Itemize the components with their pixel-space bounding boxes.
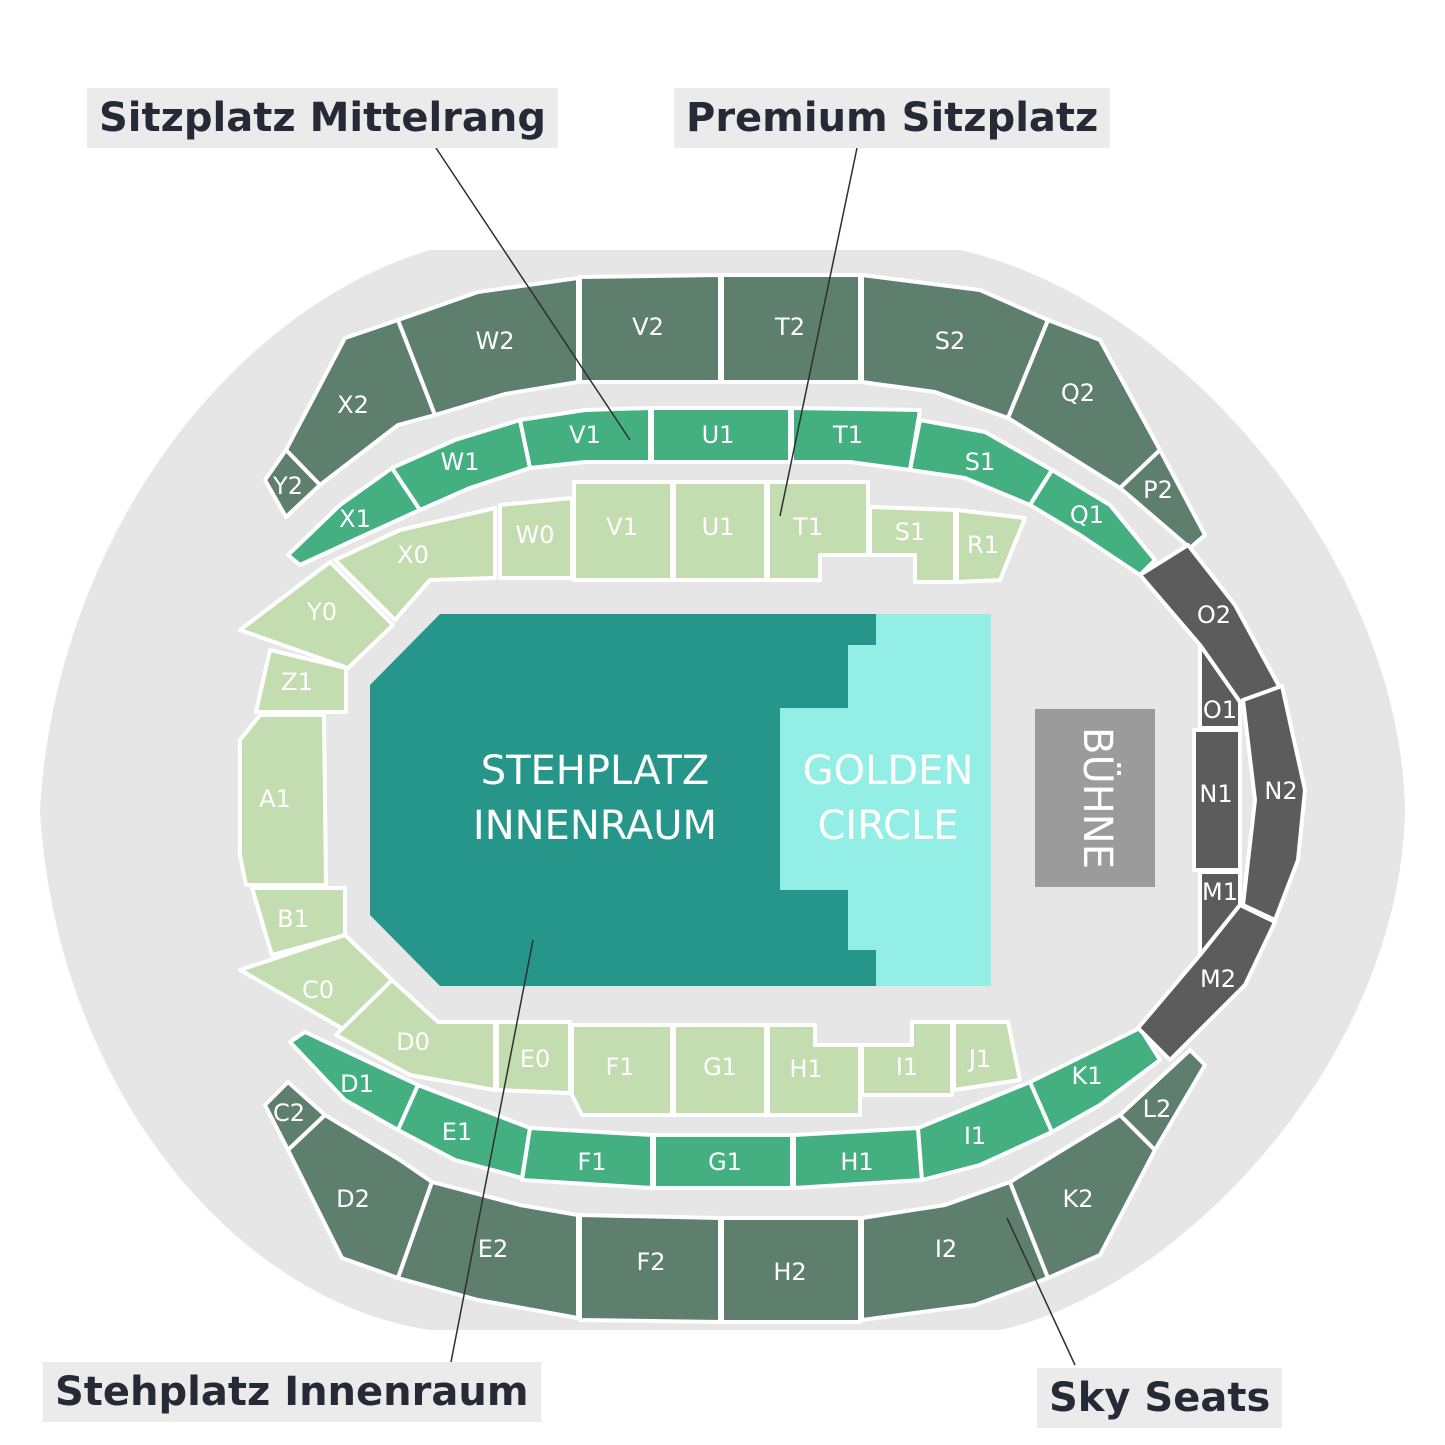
golden-circle-label-line1: GOLDEN — [803, 748, 974, 794]
label-l2: L2 — [1143, 1095, 1172, 1123]
section-i1-middle[interactable] — [916, 1080, 1054, 1182]
label-r1: R1 — [967, 531, 999, 559]
section-y0[interactable] — [238, 560, 395, 670]
label-w2: W2 — [476, 327, 515, 355]
section-t1-top[interactable] — [790, 406, 922, 472]
label-f1-lower: F1 — [605, 1053, 634, 1081]
label-v1-middle: V1 — [569, 421, 601, 449]
label-h2: H2 — [773, 1258, 806, 1286]
callout-stehplatz-innenraum: Stehplatz Innenraum — [43, 1362, 541, 1422]
label-k2: K2 — [1062, 1185, 1093, 1213]
label-h1-lower: H1 — [789, 1055, 822, 1083]
label-y0: Y0 — [306, 598, 337, 626]
section-n2[interactable] — [1241, 684, 1307, 922]
label-i1-middle: I1 — [964, 1122, 986, 1150]
label-u1-middle: U1 — [702, 421, 735, 449]
label-b1: B1 — [277, 905, 309, 933]
section-j1[interactable] — [952, 1020, 1022, 1092]
label-h1-middle: H1 — [840, 1148, 873, 1176]
stage-label: BÜHNE — [1074, 727, 1122, 869]
section-f1-lower[interactable] — [570, 1023, 674, 1117]
label-v1-lower: V1 — [606, 513, 638, 541]
label-i1-lower: I1 — [896, 1053, 918, 1081]
label-d2: D2 — [336, 1185, 370, 1213]
label-u1-lower: U1 — [702, 513, 735, 541]
label-s1-middle: S1 — [965, 448, 996, 476]
label-x0: X0 — [397, 541, 429, 569]
label-j1: J1 — [967, 1045, 991, 1073]
innenraum-label-line1: STEHPLATZ — [481, 748, 710, 794]
label-g1-middle: G1 — [708, 1148, 742, 1176]
label-s1-lower: S1 — [895, 518, 926, 546]
label-m2: M2 — [1200, 965, 1236, 993]
label-v2: V2 — [632, 313, 664, 341]
label-t1-lower: T1 — [792, 513, 823, 541]
label-w0: W0 — [516, 521, 555, 549]
label-w1: W1 — [441, 448, 480, 476]
label-x1: X1 — [339, 505, 371, 533]
label-i2: I2 — [935, 1235, 957, 1263]
label-q1: Q1 — [1070, 501, 1104, 529]
label-e0: E0 — [520, 1045, 550, 1073]
section-k1[interactable] — [1028, 1026, 1162, 1134]
section-y2[interactable] — [263, 448, 322, 519]
label-o1: O1 — [1203, 696, 1237, 724]
label-d0: D0 — [396, 1028, 430, 1056]
innenraum-label-line2: INNENRAUM — [473, 803, 717, 849]
label-f2: F2 — [636, 1248, 665, 1276]
label-z1: Z1 — [281, 668, 313, 696]
callout-sky-seats: Sky Seats — [1037, 1368, 1283, 1428]
golden-circle-label-line2: CIRCLE — [817, 803, 958, 849]
section-z1[interactable] — [254, 648, 348, 714]
leader-line-sky — [1006, 1217, 1076, 1366]
label-e1: E1 — [442, 1118, 472, 1146]
label-e2: E2 — [478, 1235, 508, 1263]
section-r1[interactable] — [955, 508, 1027, 584]
label-p2: P2 — [1143, 476, 1173, 504]
label-x2: X2 — [337, 391, 369, 419]
section-a1[interactable] — [238, 713, 328, 887]
label-t2: T2 — [774, 313, 805, 341]
section-k2[interactable] — [1008, 1113, 1157, 1280]
label-s2: S2 — [935, 327, 966, 355]
section-l2[interactable] — [1118, 1048, 1207, 1152]
label-c2: C2 — [273, 1099, 305, 1127]
label-c0: C0 — [302, 976, 334, 1004]
label-o2: O2 — [1197, 601, 1231, 629]
section-m2[interactable] — [1136, 903, 1277, 1062]
label-y2: Y2 — [272, 472, 303, 500]
label-m1: M1 — [1202, 878, 1238, 906]
label-d1: D1 — [340, 1070, 374, 1098]
label-q2: Q2 — [1061, 379, 1095, 407]
leader-line-mittelrang — [435, 147, 631, 441]
area-golden-circle[interactable] — [780, 614, 991, 986]
callout-sitzplatz-mittelrang: Sitzplatz Mittelrang — [87, 88, 559, 148]
callout-premium-sitzplatz: Premium Sitzplatz — [674, 88, 1111, 148]
label-n1: N1 — [1199, 780, 1232, 808]
label-a1: A1 — [259, 785, 291, 813]
section-x0[interactable] — [333, 506, 497, 622]
section-h2[interactable] — [720, 1216, 862, 1324]
leader-line-innenraum — [450, 939, 534, 1363]
area-stehplatz-innenraum[interactable] — [370, 614, 876, 986]
label-g1-lower: G1 — [703, 1053, 737, 1081]
label-f1-middle: F1 — [577, 1148, 606, 1176]
leader-line-premium — [779, 147, 858, 517]
section-t1-lower[interactable] — [766, 480, 870, 582]
label-t1-middle: T1 — [832, 421, 863, 449]
stage — [1035, 709, 1155, 887]
label-k1: K1 — [1071, 1062, 1102, 1090]
label-n2: N2 — [1264, 777, 1297, 805]
